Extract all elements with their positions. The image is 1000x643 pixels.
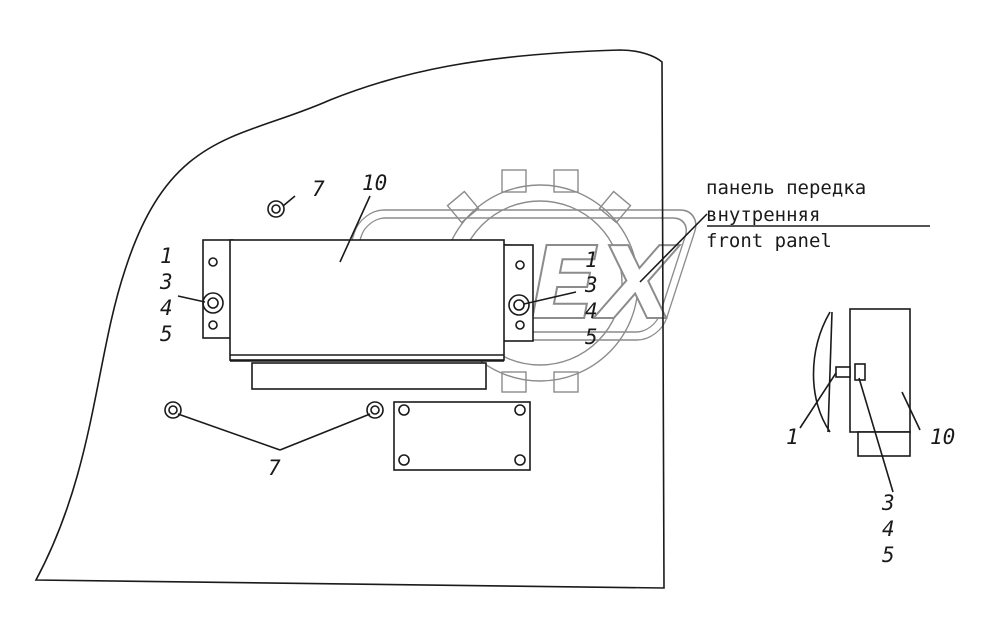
callout-right-stack: 1 3 4 5: [584, 248, 598, 349]
side-view-callout-1: 1: [786, 425, 799, 449]
front-panel-outline: [34, 49, 665, 589]
side-view-connector: [857, 431, 911, 457]
callout-right-1: 1: [585, 248, 598, 272]
leader-lines: [177, 195, 930, 451]
bracket-hole: [515, 260, 525, 270]
callout-left-1: 1: [160, 244, 173, 268]
side-view-callout-4: 4: [882, 517, 895, 541]
side-view-nut: [854, 363, 866, 381]
side-view-panel-curve: [812, 311, 831, 433]
panel-label-ru-line2: внутренняя: [706, 204, 820, 226]
callout-left-stack: 1 3 4 5: [159, 244, 173, 346]
left-mounting-bracket: [202, 239, 234, 339]
callout-left-4: 4: [160, 296, 173, 320]
callout-module: 10: [362, 171, 387, 195]
panel-label-ru-line1: панель передка: [706, 177, 866, 199]
callout-right-3: 3: [584, 273, 598, 297]
bracket-hole: [515, 320, 525, 330]
bracket-hole: [208, 320, 218, 330]
callout-left-3: 3: [159, 270, 173, 294]
callout-bottom-nuts: 7: [268, 456, 281, 480]
module-housing: [229, 239, 505, 361]
callout-right-5: 5: [585, 325, 598, 349]
nuts: [164, 200, 384, 419]
nut-bottom-right: [366, 401, 384, 419]
bracket-hole: [208, 257, 218, 267]
right-mounting-bracket: [502, 244, 534, 342]
panel-label: панель передка внутренняя front panel: [706, 177, 866, 252]
callout-left-5: 5: [160, 322, 173, 346]
bolt-right: [508, 294, 530, 316]
nut-top: [267, 200, 285, 218]
cover-plate: [393, 401, 531, 471]
side-view-bolt: [835, 366, 851, 378]
electronic-module: [202, 239, 534, 390]
panel-label-en: front panel: [706, 230, 832, 252]
watermark-gear: [441, 169, 639, 393]
callout-top-nut: 7: [312, 177, 325, 201]
side-view: 1 10 3 4 5: [786, 308, 955, 567]
side-view-callout-3: 3: [881, 491, 895, 515]
module-connector: [251, 362, 487, 390]
side-view-callout-10: 10: [930, 425, 955, 449]
bolt-left: [202, 292, 224, 314]
callout-right-4: 4: [585, 299, 598, 323]
nut-bottom-left: [164, 401, 182, 419]
side-view-callout-5: 5: [882, 543, 895, 567]
